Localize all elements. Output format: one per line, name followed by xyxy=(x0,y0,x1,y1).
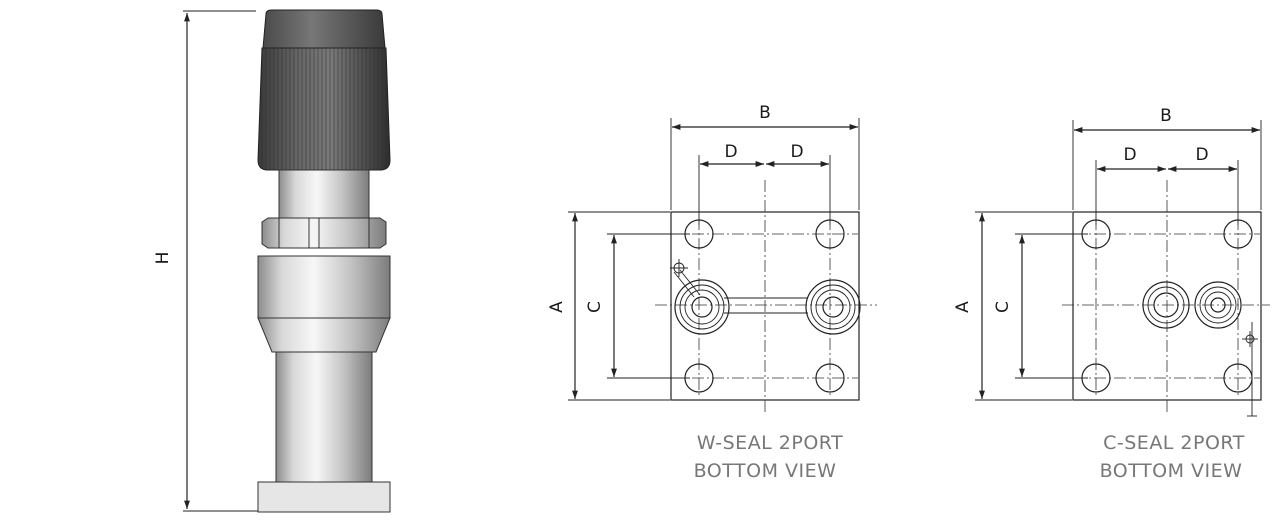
port-center xyxy=(1142,281,1190,329)
mounting-hole xyxy=(1081,219,1111,249)
w-seal-bottom-view: B D D A C xyxy=(547,103,877,482)
port-left xyxy=(674,279,730,335)
w-seal-dim-c: C xyxy=(585,301,605,313)
c-seal-dim-b: B xyxy=(1160,106,1172,126)
mounting-hole xyxy=(684,219,714,249)
w-seal-dim-a: A xyxy=(547,301,567,313)
port-right xyxy=(805,279,861,335)
height-dimension-label: H xyxy=(153,252,173,265)
mounting-hole xyxy=(684,363,714,393)
w-seal-dim-b: B xyxy=(759,103,771,123)
mounting-hole xyxy=(815,219,845,249)
c-seal-bottom-view: B D D A C xyxy=(953,106,1270,482)
c-seal-dim-d-right: D xyxy=(1195,145,1208,165)
port-right xyxy=(1194,281,1242,329)
w-seal-dim-d-right: D xyxy=(790,142,803,162)
c-seal-caption-line1: C-SEAL 2PORT xyxy=(1103,432,1245,454)
mounting-hole xyxy=(815,363,845,393)
c-seal-dim-c: C xyxy=(993,301,1013,313)
c-seal-dim-d-left: D xyxy=(1123,145,1136,165)
mounting-hole xyxy=(1081,363,1111,393)
valve-illustration: H xyxy=(153,9,391,513)
w-seal-caption-line1: W-SEAL 2PORT xyxy=(697,432,844,454)
c-seal-dim-a: A xyxy=(953,301,973,313)
c-seal-caption-line2: BOTTOM VIEW xyxy=(1100,460,1243,482)
w-seal-caption-line2: BOTTOM VIEW xyxy=(694,460,837,482)
mounting-hole xyxy=(1223,219,1253,249)
w-seal-dim-d-left: D xyxy=(724,142,737,162)
